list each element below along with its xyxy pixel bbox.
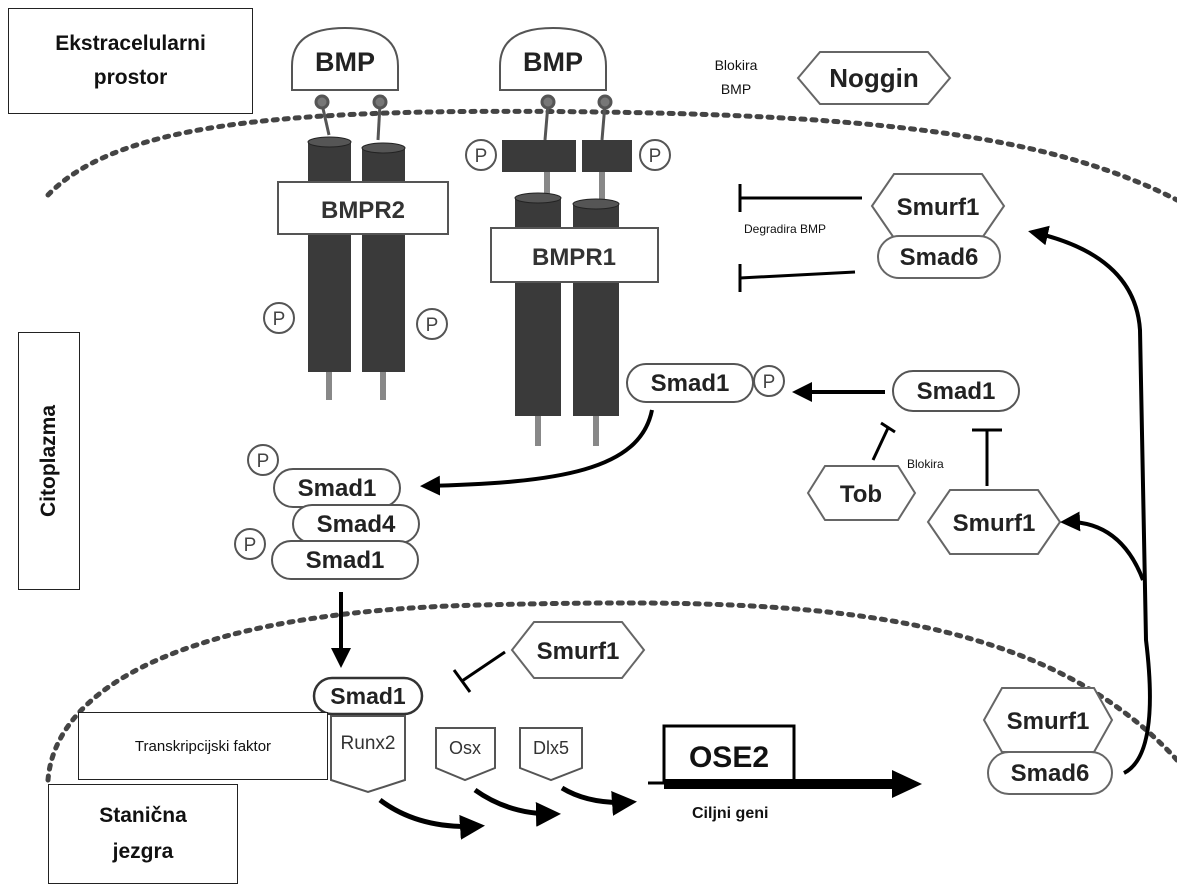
nucleus-label-line1: Stanična	[99, 804, 187, 827]
smad4-label: Smad4	[317, 511, 396, 538]
ose2-label: OSE2	[689, 741, 769, 774]
noggin-label: Noggin	[829, 63, 919, 93]
phospho-bmpr2-left: P	[273, 309, 286, 330]
feedback-arrow-to-top-complex	[1028, 225, 1152, 775]
phospho-smad1-top: P	[257, 451, 270, 472]
bmpr2-receptor: BMPR2	[277, 136, 449, 400]
tob: Tob	[806, 465, 917, 521]
bmpr1-label: BMPR1	[532, 244, 616, 271]
extracellular-label-line2: prostor	[93, 66, 168, 89]
ligand-stalks	[314, 94, 613, 141]
dlx5-label: Dlx5	[533, 738, 569, 758]
bmp-label-left: BMP	[315, 47, 375, 77]
smurf1-smad6-complex-nuclear: Smurf1 Smad6	[982, 687, 1114, 795]
bmpr2-label: BMPR2	[321, 197, 405, 224]
smad1-receptor-bound: Smad1	[626, 363, 754, 403]
runx2-label: Runx2	[341, 733, 396, 754]
smurf1-top-label: Smurf1	[897, 194, 980, 221]
nuclear-smad1-label: Smad1	[330, 683, 406, 709]
phospho-bmpr2-right: P	[426, 315, 439, 336]
tob-label: Tob	[840, 481, 882, 508]
nuclear-smad1: Smad1	[312, 676, 424, 716]
target-gene-arrow	[664, 770, 922, 798]
smad6-nuclear-complex-label: Smad6	[1011, 760, 1090, 787]
smurf1-cytoplasm-label: Smurf1	[953, 510, 1036, 537]
smad1-complex-top-label: Smad1	[298, 475, 377, 502]
nucleus-label-line2: jezgra	[112, 840, 174, 863]
noggin-note-line2: BMP	[721, 81, 751, 97]
osx: Osx	[435, 727, 496, 782]
phospho-smad1-bottom: P	[244, 535, 257, 556]
smurf1-nuclear: Smurf1	[510, 621, 646, 679]
bmpr1-label-box	[490, 227, 659, 283]
phosphate-groups: P P P P P P P	[234, 139, 785, 560]
inhibition-lines-top	[738, 184, 862, 292]
phospho-smad1-receptor: P	[763, 372, 776, 393]
noggin-note-line1: Blokira	[715, 57, 758, 73]
bmp-ligand-right: BMP	[499, 26, 607, 91]
smurf1-cytoplasm: Smurf1	[926, 489, 1062, 555]
dlx5: Dlx5	[519, 727, 583, 782]
runx2: Runx2	[330, 715, 406, 794]
degradira-note: Degradira BMP	[744, 222, 826, 236]
smad6-top-label: Smad6	[900, 244, 979, 271]
cytoplasm-label: Citoplazma	[37, 404, 60, 518]
bmpr1-receptor: BMPR1	[490, 140, 659, 446]
smad1-free: Smad1	[892, 370, 1020, 412]
arrow-to-smad-complex	[420, 409, 654, 496]
inhibition-lines-cytoplasm	[871, 421, 1002, 486]
extracellular-region-label: Ekstracelularni prostor	[8, 8, 253, 114]
smad1-free-label: Smad1	[917, 378, 996, 405]
nuclear-membrane	[45, 600, 1177, 783]
feedback-arrow-to-cytoplasm-smurf1	[1060, 511, 1145, 581]
inhibition-line-nuclear	[452, 650, 506, 693]
smurf1-nuclear-complex-label: Smurf1	[1007, 708, 1090, 735]
transcription-factor-label-box: Transkripcijski faktor	[78, 712, 328, 780]
extracellular-label-line1: Ekstracelularni	[55, 32, 206, 55]
osx-label: Osx	[449, 738, 481, 758]
ose2-promoter: OSE2	[662, 724, 796, 784]
transcription-factor-label: Transkripcijski faktor	[134, 737, 272, 755]
tf-arrows	[378, 785, 637, 840]
phospho-bmpr1-right: P	[649, 146, 662, 167]
smurf1-nuclear-label: Smurf1	[537, 638, 620, 665]
smad1-complex-bottom-label: Smad1	[306, 547, 385, 574]
nucleus-region-label: Stanična jezgra	[48, 784, 238, 884]
smad1-receptor-label: Smad1	[651, 370, 730, 397]
bmp-ligand-left: BMP	[291, 26, 399, 91]
bmpr2-label-box	[277, 181, 449, 235]
smurf1-smad6-complex-top: Smurf1 Smad6 Degradira BMP	[744, 173, 1006, 279]
phospho-bmpr1-left: P	[475, 146, 488, 167]
cytoplasm-region-label: Citoplazma	[18, 332, 80, 590]
noggin: Noggin Blokira BMP	[715, 51, 952, 105]
smad-complex: Smad1 Smad4 Smad1	[271, 468, 420, 580]
target-genes-label: Ciljni geni	[692, 805, 768, 822]
bmp-label-right: BMP	[523, 47, 583, 77]
blokira-note: Blokira	[907, 457, 944, 471]
